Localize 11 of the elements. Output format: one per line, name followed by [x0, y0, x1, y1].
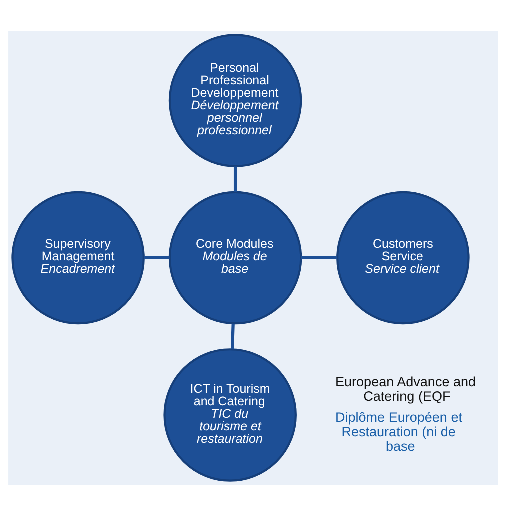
connector [301, 256, 338, 260]
node-circle: ICT in Tourism and Catering TIC du tourisme et restauration [164, 348, 297, 482]
node-circle: Customers Service Service client [336, 190, 470, 324]
connector [144, 256, 170, 260]
connector [234, 166, 238, 192]
label: European Advance and Catering (EQF [336, 374, 476, 404]
node-circle: Supervisory Management Encadrement [12, 190, 145, 324]
label: Diplôme Européen et Restauration (ni de base [336, 409, 462, 454]
node-circle: Core Modules Modules de base [168, 190, 302, 324]
node-circle: Personal Professional Developpement Développement personnel professionnel [168, 34, 302, 167]
connector [230, 323, 235, 350]
